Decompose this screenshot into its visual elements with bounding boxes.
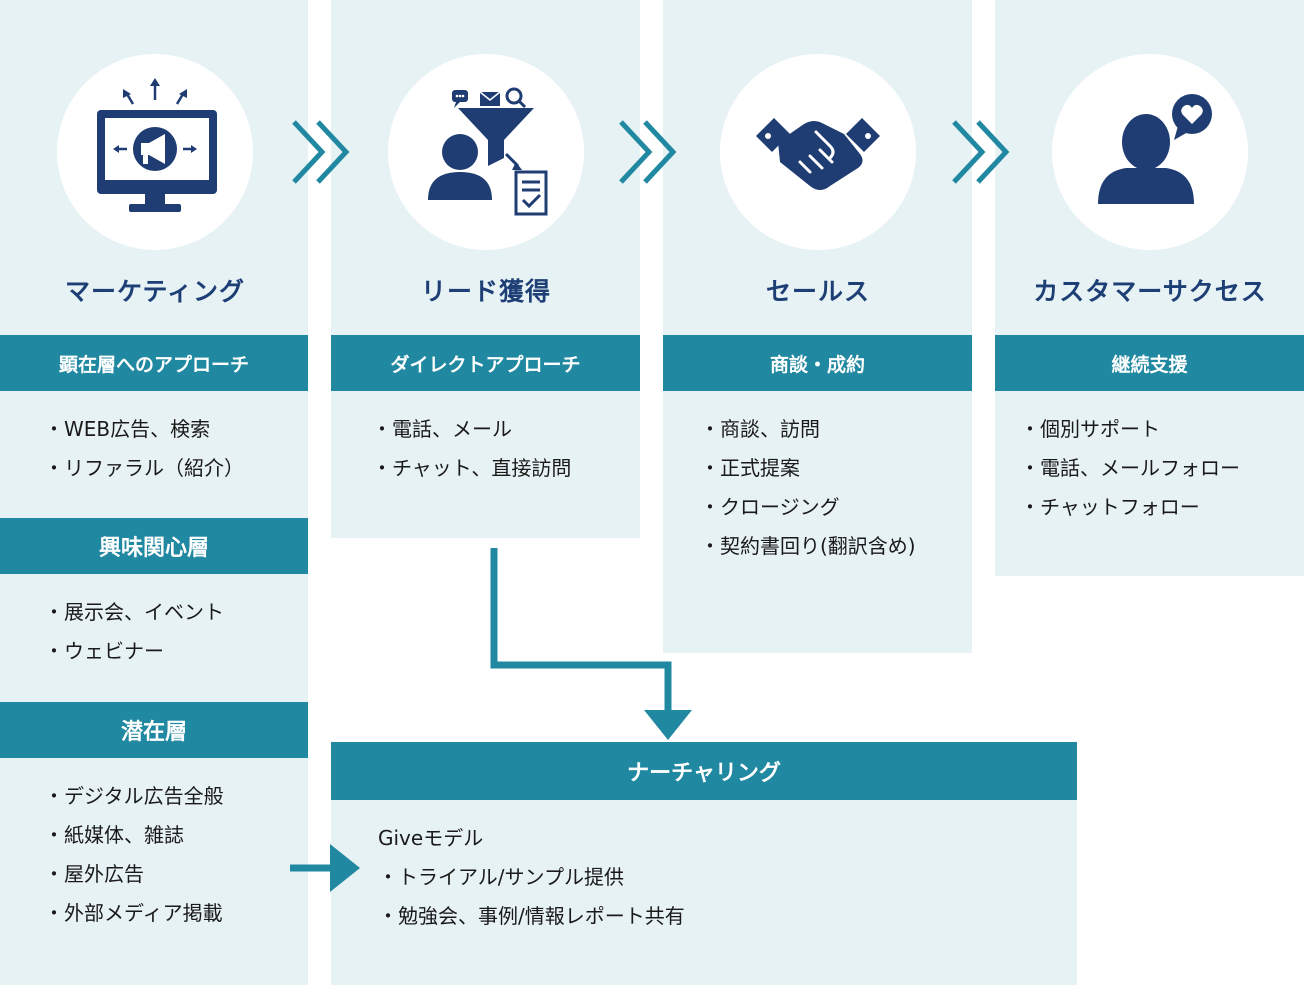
nurturing-header: ナーチャリング (331, 742, 1077, 800)
lead-to-nurturing-connector (490, 548, 672, 712)
lead-section-list: 電話、メール チャット、直接訪問 (372, 410, 571, 488)
marketing-section-list: WEB広告、検索 リファラル（紹介） (44, 410, 244, 488)
arrow-right-icon (330, 844, 360, 892)
list-item: ウェビナー (44, 632, 224, 671)
marketing-section-list: 展示会、イベント ウェビナー (44, 593, 224, 671)
list-item: チャット、直接訪問 (372, 449, 571, 488)
sales-section-header: 商談・成約 (663, 335, 972, 391)
marketing-icon-circle (57, 54, 253, 250)
handshake-icon (756, 118, 880, 190)
success-section-list: 個別サポート 電話、メールフォロー チャットフォロー (1020, 410, 1240, 527)
arrow-down-icon (644, 710, 692, 740)
sales-section-list: 商談、訪問 正式提案 クロージング 契約書回り(翻訳含め) (700, 410, 916, 566)
person-heart-icon (1098, 94, 1212, 204)
list-item: 屋外広告 (44, 855, 224, 894)
list-item: 外部メディア掲載 (44, 894, 224, 933)
list-item: 紙媒体、雑誌 (44, 816, 224, 855)
stage-title-sales: セールス (765, 277, 870, 306)
stage-title-success: カスタマーサクセス (1033, 277, 1267, 306)
chevron-right-icon (619, 120, 677, 184)
list-item: WEB広告、検索 (44, 410, 244, 449)
list-item: 商談、訪問 (700, 410, 916, 449)
list-item: 契約書回り(翻訳含め) (700, 527, 916, 566)
lead-funnel-icon (428, 87, 548, 216)
list-item: 電話、メール (372, 410, 571, 449)
list-item: トライアル/サンプル提供 (378, 858, 685, 897)
success-icon-circle (1052, 54, 1248, 250)
lead-section-header: ダイレクトアプローチ (331, 335, 640, 391)
list-item: デジタル広告全般 (44, 777, 224, 816)
stage-title-marketing: マーケティング (64, 277, 245, 306)
list-item: 勉強会、事例/情報レポート共有 (378, 897, 685, 936)
marketing-section-header: 興味関心層 (0, 518, 308, 574)
stage-title-lead: リード獲得 (420, 277, 551, 306)
list-item: 展示会、イベント (44, 593, 224, 632)
list-item: 正式提案 (700, 449, 916, 488)
lead-icon-circle (388, 54, 584, 250)
list-item: チャットフォロー (1020, 488, 1240, 527)
list-item: クロージング (700, 488, 916, 527)
list-item: 電話、メールフォロー (1020, 449, 1240, 488)
chevron-right-icon (292, 120, 350, 184)
list-item: 個別サポート (1020, 410, 1240, 449)
sales-icon-circle (720, 54, 916, 250)
list-item: リファラル（紹介） (44, 449, 244, 488)
marketing-section-header: 潜在層 (0, 702, 308, 758)
nurturing-list: Giveモデル トライアル/サンプル提供 勉強会、事例/情報レポート共有 (378, 819, 685, 936)
megaphone-monitor-icon (97, 78, 217, 212)
success-section-header: 継続支援 (995, 335, 1304, 391)
marketing-section-header: 顕在層へのアプローチ (0, 335, 308, 391)
nurturing-intro: Giveモデル (378, 826, 484, 850)
marketing-section-list: デジタル広告全般 紙媒体、雑誌 屋外広告 外部メディア掲載 (44, 777, 224, 933)
chevron-right-icon (952, 120, 1010, 184)
